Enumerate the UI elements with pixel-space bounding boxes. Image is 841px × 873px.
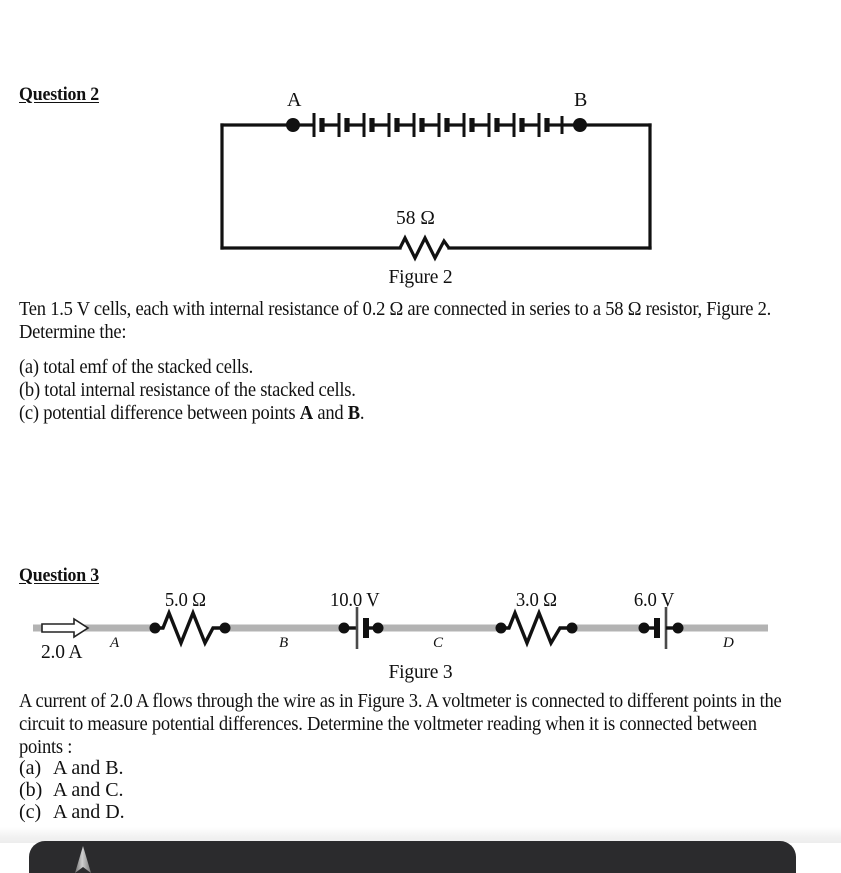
bottom-toolbar-panel[interactable] [29,841,796,873]
cursor-pointer-icon [75,846,91,873]
current-direction-arrow [41,617,90,639]
cell-10v-symbol [338,607,384,649]
question-2-item-a-text: total emf of the stacked cells. [43,357,253,378]
question-3-item-c-text: A and D. [53,801,125,823]
question-2-item-a: (a) total emf of the stacked cells. [19,356,364,379]
question-3-item-b-text: A and C. [53,779,124,801]
question-3-item-list: (a) A and B. (b) A and C. (c) A and D. [19,757,125,823]
figure-3-caption: Figure 3 [388,662,453,683]
figure-3-node-d-label: D [723,635,734,651]
figure-2-resistor-label: 58 Ω [396,208,435,229]
question-2-item-b-label: (b) [19,380,40,401]
question-3-item-a-label: (a) [19,757,42,779]
figure-3-circuit-diagram: 5.0 Ω 10.0 V 3.0 Ω 6.0 V A B C D 2.0 A [0,585,841,663]
figure-3-node-a-label: A [110,635,120,651]
question-2-heading: Question 2 [19,84,100,105]
figure-3-current-label: 2.0 A [41,642,83,663]
figure-2-node-a-label: A [287,89,302,111]
question-3-heading: Question 3 [19,565,100,586]
question-3-item-b-label: (b) [19,779,43,801]
node-dot-b [573,118,587,132]
question-2-item-c: (c) potential difference between points … [19,402,365,425]
question-2-item-c-point-b: B [347,403,360,424]
question-2-body-text: Ten 1.5 V cells, each with internal resi… [19,299,772,343]
resistor-5ohm-symbol [149,608,231,648]
question-3-body-text: A current of 2.0 A flows through the wir… [19,691,782,758]
figure-3-resistor-2-value: 3.0 Ω [515,590,557,611]
question-3-item-c-label: (c) [19,801,42,823]
question-2-item-b-text: total internal resistance of the stacked… [44,380,356,401]
question-3-item-b: (b) A and C. [19,779,125,801]
figure-3-cell-2-value: 6.0 V [633,590,675,611]
question-2-item-list: (a) total emf of the stacked cells. (b) … [19,356,365,425]
figure-2-node-b-label: B [574,89,588,111]
question-2-item-a-label: (a) [19,357,39,378]
question-2-item-c-conjunction: and [317,403,344,424]
question-2-item-b: (b) total internal resistance of the sta… [19,379,364,402]
question-3-item-a-text: A and B. [53,757,124,779]
figure-3-node-c-label: C [433,635,444,651]
figure-2-caption: Figure 2 [388,267,453,288]
question-3-item-a: (a) A and B. [19,757,125,779]
cell-6v-symbol [638,607,684,649]
question-2-item-c-point-a: A [299,403,313,424]
page-bottom-fade [0,827,841,843]
figure-2-circuit-diagram: A B 58 Ω [0,80,841,265]
figure-3-node-b-label: B [279,635,289,651]
question-2-item-c-text: potential difference between points [43,403,296,424]
resistor-3ohm-symbol [495,608,578,648]
question-2-item-c-period: . [359,403,365,424]
figure-3-resistor-1-value: 5.0 Ω [164,590,206,611]
question-2-item-c-label: (c) [19,403,39,424]
node-dot-a [286,118,300,132]
question-3-item-c: (c) A and D. [19,801,125,823]
figure-3-cell-1-value: 10.0 V [330,590,380,611]
